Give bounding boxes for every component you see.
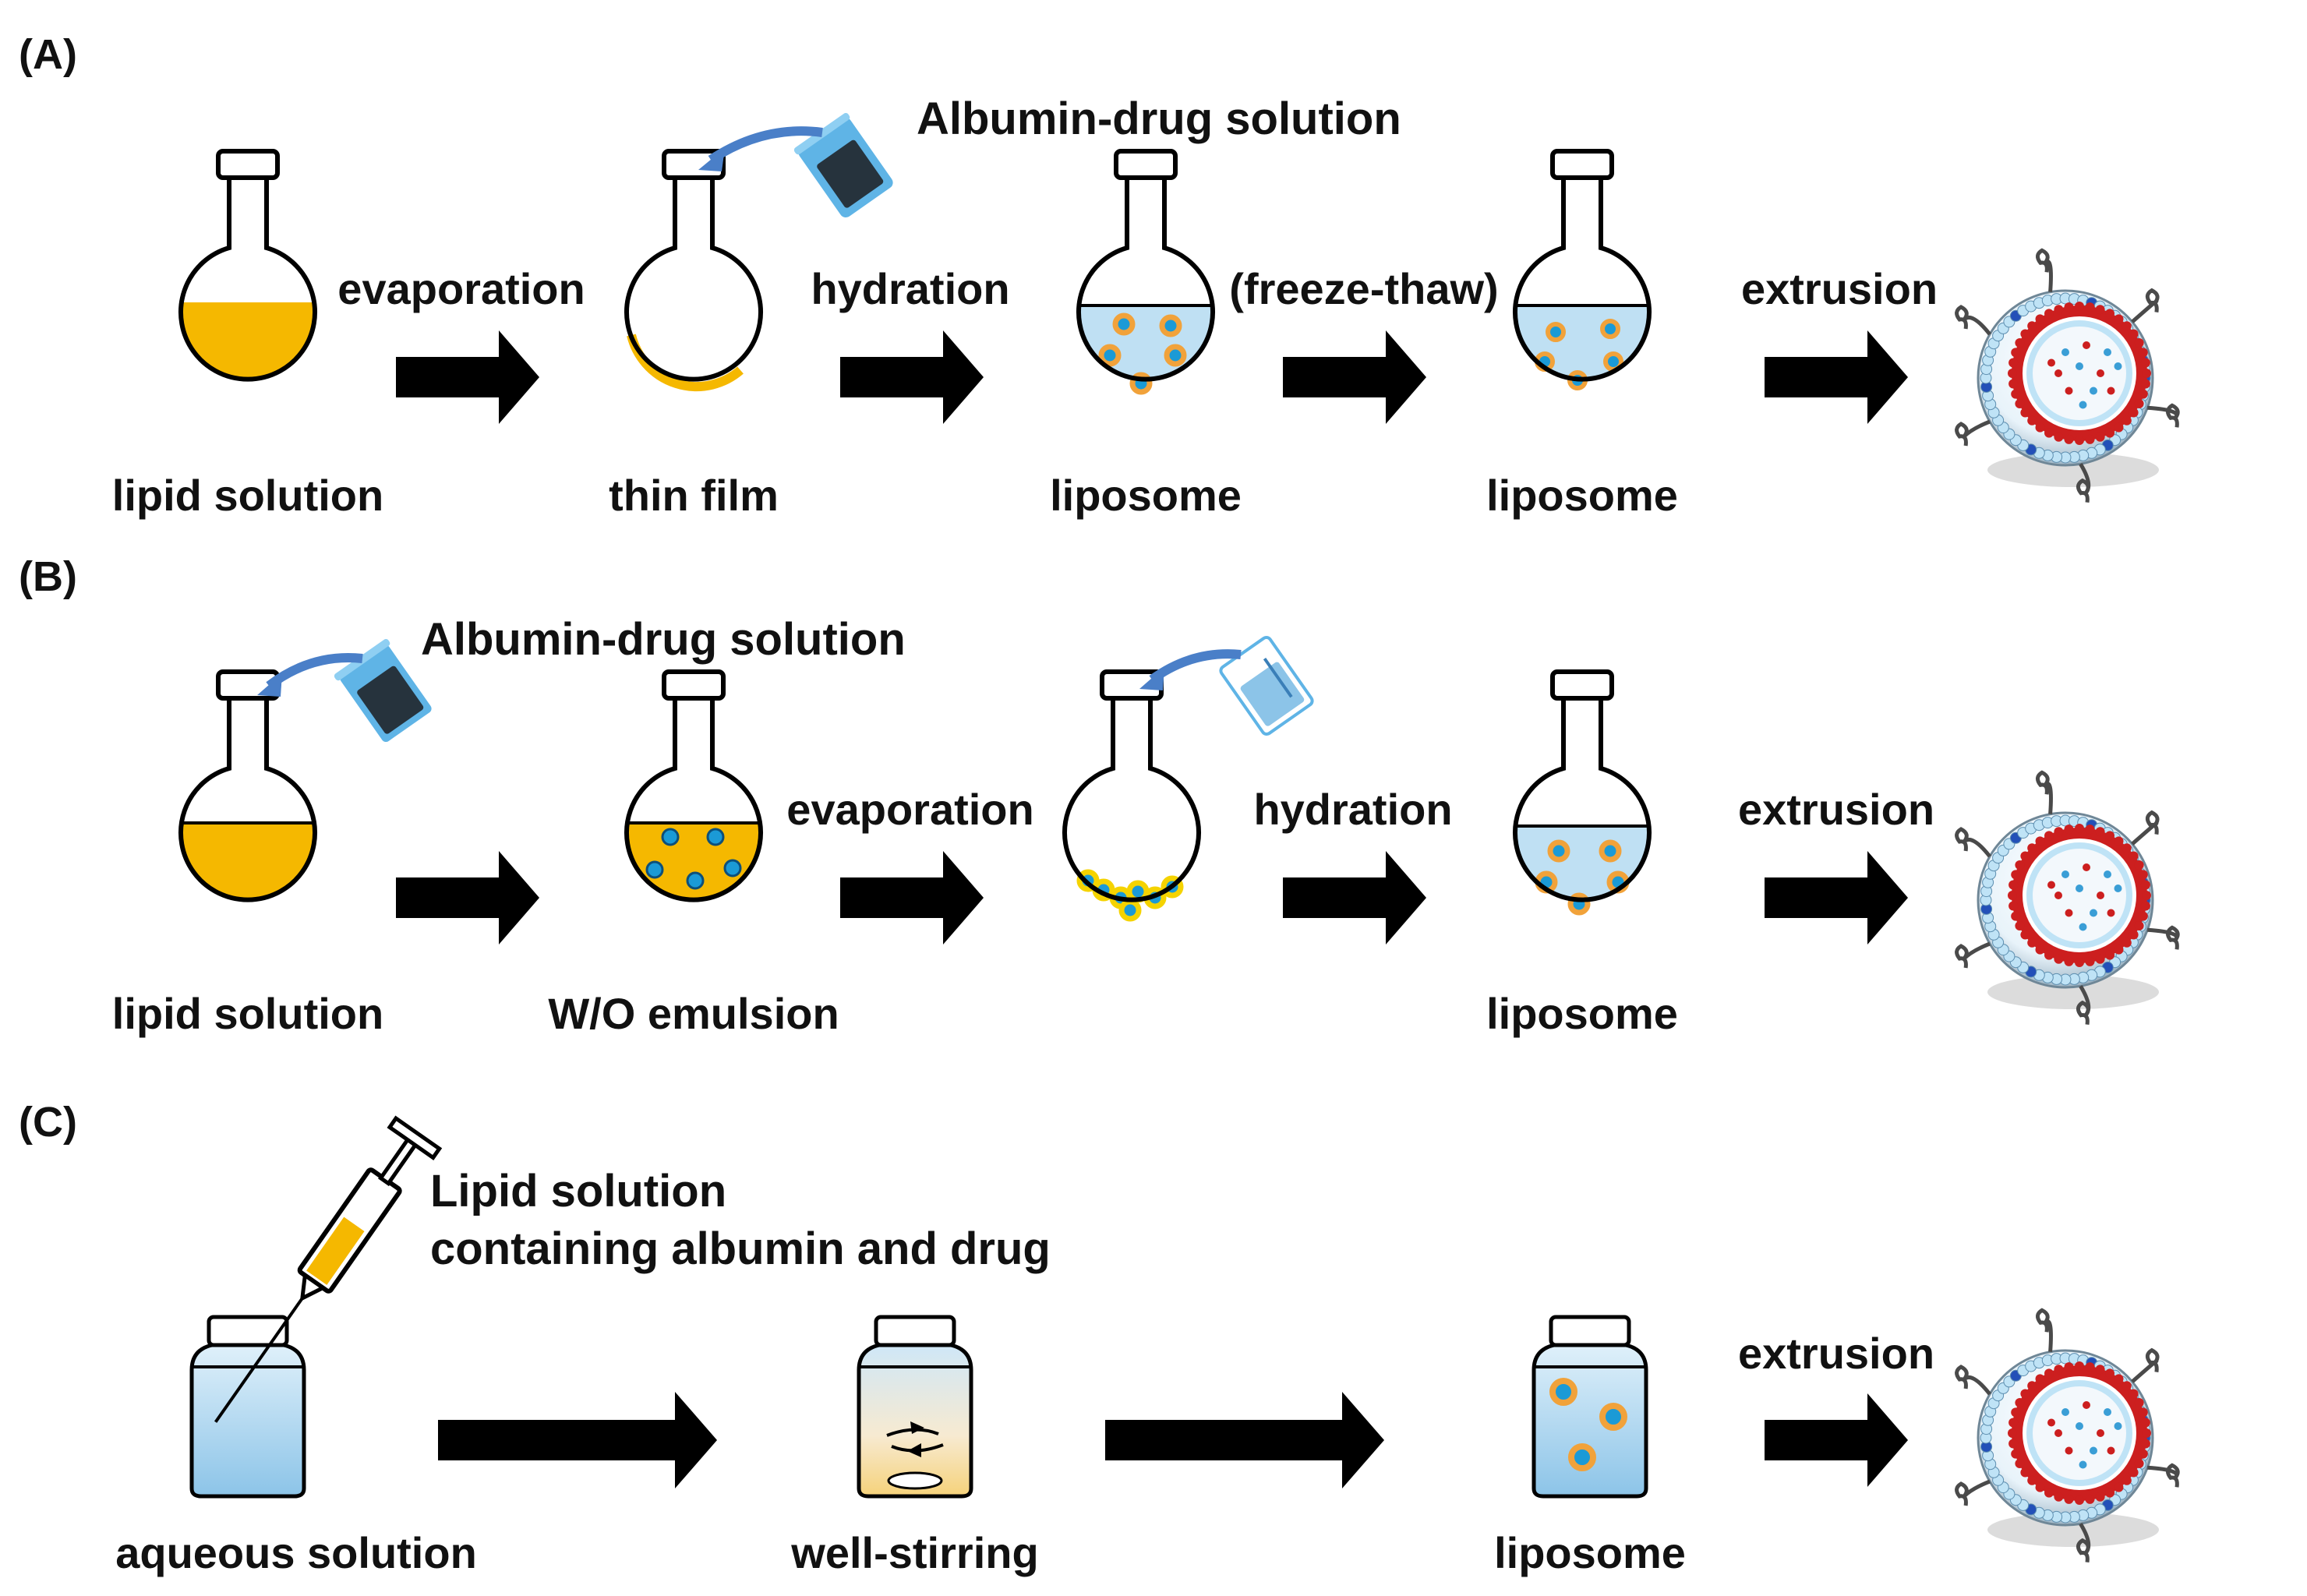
process-arrow-b3-icon	[1283, 851, 1426, 945]
liposome-3d-icon	[1955, 1308, 2180, 1563]
panel-c-item-aqueous-solution: aqueous solution	[115, 1528, 477, 1577]
process-arrow-c3-icon	[1765, 1393, 1908, 1487]
flask-lipid-solution-icon	[170, 151, 326, 450]
panel-c-item-well-stirring: well-stirring	[790, 1528, 1038, 1577]
panel-a-item-liposome-1: liposome	[1050, 471, 1242, 520]
panel-b-item-liposome: liposome	[1486, 989, 1678, 1038]
panel-c-additive-line1: Lipid solution	[430, 1166, 726, 1216]
pour-arrowhead-icon	[698, 148, 725, 171]
process-arrow-c2-icon	[1105, 1392, 1384, 1488]
flask-dried-emulsion-icon	[1065, 672, 1199, 922]
process-arrow-b4-icon	[1765, 851, 1908, 945]
panel-a-step-evaporation: evaporation	[337, 264, 585, 313]
process-arrow-b1-icon	[396, 851, 539, 945]
panel-b-additive-label: Albumin-drug solution	[421, 614, 906, 665]
flask-liposome-hydrated-icon	[1068, 151, 1224, 395]
panel-b-step-evaporation: evaporation	[786, 785, 1033, 834]
flask-wo-emulsion-icon	[616, 672, 772, 971]
panel-b-item-lipid-solution: lipid solution	[112, 989, 383, 1038]
pour-arrowhead-b1-icon	[257, 673, 282, 697]
panel-a-step-extrusion: extrusion	[1741, 264, 1938, 313]
process-arrow-a2-icon	[840, 330, 984, 424]
panel-c-item-liposome: liposome	[1494, 1528, 1686, 1577]
panel-a-step-freeze-thaw: (freeze-thaw)	[1229, 264, 1498, 313]
process-arrow-b2-icon	[840, 851, 984, 945]
vial-aqueous-icon	[189, 1315, 306, 1499]
panel-c-label: (C)	[19, 1099, 77, 1146]
panel-a-item-lipid-solution: lipid solution	[112, 471, 383, 520]
flask-liposome-b-icon	[1504, 672, 1660, 916]
process-arrow-c1-icon	[438, 1392, 717, 1488]
process-arrow-a3-icon	[1283, 330, 1426, 424]
pour-arrowhead-b2-icon	[1139, 667, 1164, 690]
panel-a-item-liposome-2: liposome	[1486, 471, 1678, 520]
panel-c-step-extrusion: extrusion	[1738, 1329, 1934, 1378]
panel-a-additive-label: Albumin-drug solution	[917, 94, 1401, 144]
panel-a-label: (A)	[19, 31, 77, 78]
process-arrow-a1-icon	[396, 330, 539, 424]
flask-lipid-solution-b-icon	[170, 672, 326, 971]
vial-stirring-icon	[857, 1315, 973, 1499]
panel-b-step-extrusion: extrusion	[1738, 785, 1934, 834]
flask-thin-film-icon	[627, 151, 761, 392]
liposome-3d-icon	[1955, 248, 2180, 503]
panel-b-step-hydration: hydration	[1253, 785, 1452, 834]
vial-liposome-icon	[1532, 1315, 1648, 1499]
syringe-icon	[214, 1115, 443, 1423]
flask-liposome-frozen-icon	[1504, 151, 1660, 390]
process-arrow-a4-icon	[1765, 330, 1908, 424]
panel-b-item-wo-emulsion: W/O emulsion	[548, 989, 839, 1038]
panel-b-label: (B)	[19, 553, 77, 600]
panel-a-step-hydration: hydration	[811, 264, 1009, 313]
panel-c-additive-line2: containing albumin and drug	[430, 1223, 1051, 1274]
liposome-3d-icon	[1955, 770, 2180, 1026]
panel-a-item-thin-film: thin film	[609, 471, 779, 520]
pouring-beaker-b2-icon	[1219, 635, 1314, 736]
